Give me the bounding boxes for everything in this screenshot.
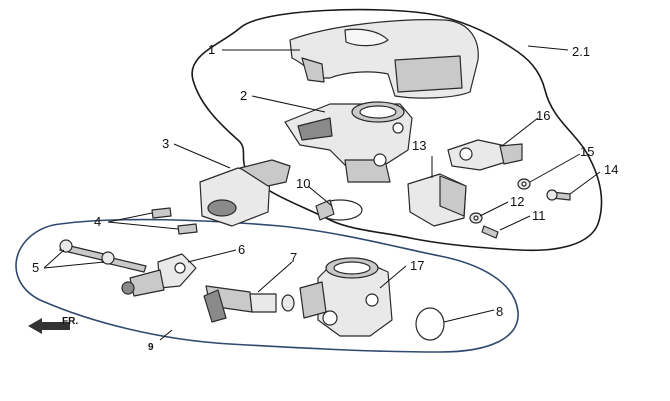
group-label-2-1: 2.1 <box>572 44 590 59</box>
group-outline-9 <box>15 218 519 353</box>
part-10-clamp <box>315 199 363 221</box>
callout-6: 6 <box>238 242 245 257</box>
part-7-injector <box>203 285 295 323</box>
part-12-washer <box>469 212 483 224</box>
part-4-screws <box>151 207 198 235</box>
part-16-tps <box>447 139 523 171</box>
callout-14: 14 <box>604 162 618 177</box>
part-2-throttle-body <box>284 101 413 183</box>
direction-marker: FR. <box>28 316 78 334</box>
callout-15: 15 <box>580 144 594 159</box>
callout-7: 7 <box>290 250 297 265</box>
part-14-bolt <box>546 189 571 201</box>
part-17-intake-manifold <box>299 257 393 337</box>
callout-5: 5 <box>32 260 39 275</box>
callout-2: 2 <box>240 88 247 103</box>
direction-marker-label: FR. <box>62 316 78 327</box>
leader-lines <box>43 45 601 341</box>
group-label-9: 9 <box>148 342 154 353</box>
group-outline-2-1 <box>191 8 603 252</box>
callout-4: 4 <box>94 214 101 229</box>
part-15-washer <box>517 178 531 190</box>
part-8-o-ring <box>415 307 445 341</box>
part-11-screw <box>481 225 499 239</box>
callout-8: 8 <box>496 304 503 319</box>
callout-17: 17 <box>410 258 424 273</box>
part-6-sensor <box>121 253 197 297</box>
callout-1: 1 <box>208 42 215 57</box>
callout-16: 16 <box>536 108 550 123</box>
part-3-actuator <box>199 159 291 227</box>
callout-11: 11 <box>532 208 546 223</box>
part-13-sensor-block <box>407 173 467 227</box>
callout-10: 10 <box>296 176 310 191</box>
callout-12: 12 <box>510 194 524 209</box>
part-5-bolts <box>59 239 147 273</box>
callout-13: 13 <box>412 138 426 153</box>
part-1-cover <box>289 19 479 99</box>
callout-3: 3 <box>162 136 169 151</box>
